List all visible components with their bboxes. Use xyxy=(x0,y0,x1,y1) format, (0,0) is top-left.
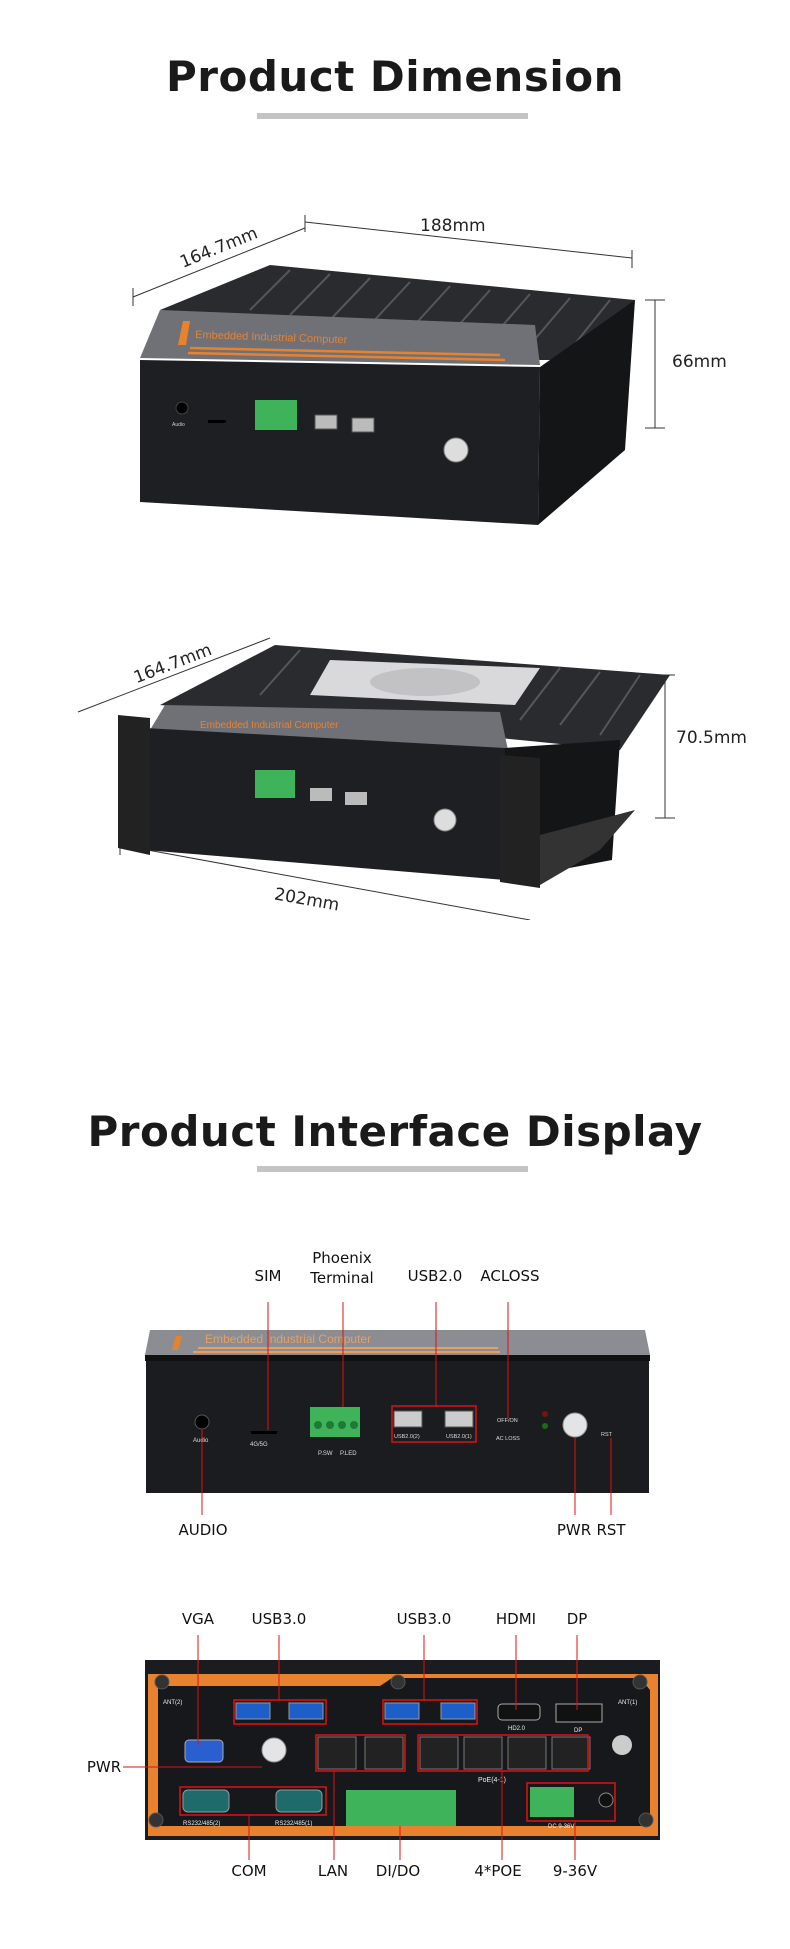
dim-height-1: 66mm xyxy=(672,352,727,372)
device-dimension-view-1: Embedded Industrial Computer Audio xyxy=(132,215,665,525)
svg-text:Audio: Audio xyxy=(172,422,185,428)
section-title-interface: Product Interface Display xyxy=(87,1107,703,1156)
callout-hdmi: HDMI xyxy=(495,1610,537,1628)
callout-acloss: ACLOSS xyxy=(480,1267,540,1285)
callout-usb30-right: USB3.0 xyxy=(396,1610,452,1628)
svg-text:4G/5G: 4G/5G xyxy=(250,1442,268,1448)
front-panel-image: Embedded Industrial Computer Audio 4G/5G… xyxy=(145,1302,650,1515)
svg-text:AC LOSS: AC LOSS xyxy=(496,1436,520,1442)
svg-text:P.SW: P.SW xyxy=(318,1451,333,1457)
svg-text:Audio: Audio xyxy=(193,1438,209,1444)
svg-text:P.LED: P.LED xyxy=(340,1451,357,1457)
callout-dp: DP xyxy=(566,1610,588,1628)
callout-usb30-left: USB3.0 xyxy=(251,1610,307,1628)
title-underline xyxy=(257,113,528,119)
phoenix-terminal xyxy=(255,400,297,430)
svg-text:RS232/485(2): RS232/485(2) xyxy=(183,1821,220,1827)
callout-rst: RST xyxy=(596,1521,626,1539)
rear-panel-image: ANT(2) ANT(1) HD2.0 DP PoE(4-1) RS232/48… xyxy=(123,1635,660,1860)
svg-text:DC 9-36V: DC 9-36V xyxy=(548,1824,574,1830)
svg-text:USB2.0(2): USB2.0(2) xyxy=(394,1434,420,1440)
dim-height-2: 70.5mm xyxy=(676,728,747,748)
callout-dido: DI/DO xyxy=(375,1862,421,1880)
title-underline xyxy=(257,1166,528,1172)
svg-text:OFF/ON: OFF/ON xyxy=(497,1418,518,1424)
svg-text:HD2.0: HD2.0 xyxy=(508,1726,526,1732)
dido-terminal xyxy=(346,1790,456,1826)
svg-text:RST: RST xyxy=(601,1432,613,1438)
svg-text:USB2.0(1): USB2.0(1) xyxy=(446,1434,472,1440)
svg-text:RS232/485(1): RS232/485(1) xyxy=(275,1821,312,1827)
svg-text:ANT(1): ANT(1) xyxy=(618,1700,637,1706)
callout-dc: 9-36V xyxy=(552,1862,598,1880)
callout-audio: AUDIO xyxy=(178,1521,228,1539)
callout-pwr-rear: PWR xyxy=(86,1758,122,1776)
callout-com: COM xyxy=(231,1862,267,1880)
svg-text:DP: DP xyxy=(574,1728,582,1734)
device-dimension-view-2: Embedded Industrial Computer xyxy=(77,637,675,920)
svg-text:Embedded Industrial Computer: Embedded Industrial Computer xyxy=(200,720,339,731)
callout-usb20: USB2.0 xyxy=(407,1267,463,1285)
callout-vga: VGA xyxy=(181,1610,215,1628)
dim-width-1: 188mm xyxy=(420,216,486,236)
callout-poe: 4*POE xyxy=(474,1862,522,1880)
callout-pwr: PWR xyxy=(556,1521,592,1539)
section-title-dimension: Product Dimension xyxy=(166,52,624,101)
callout-sim: SIM xyxy=(254,1267,282,1285)
brand-print: Embedded Industrial Computer xyxy=(205,1332,371,1346)
svg-text:PoE(4-1): PoE(4-1) xyxy=(478,1777,506,1784)
svg-text:ANT(2): ANT(2) xyxy=(163,1700,182,1706)
brand-print: Embedded Industrial Computer xyxy=(195,329,348,346)
callout-lan: LAN xyxy=(317,1862,349,1880)
